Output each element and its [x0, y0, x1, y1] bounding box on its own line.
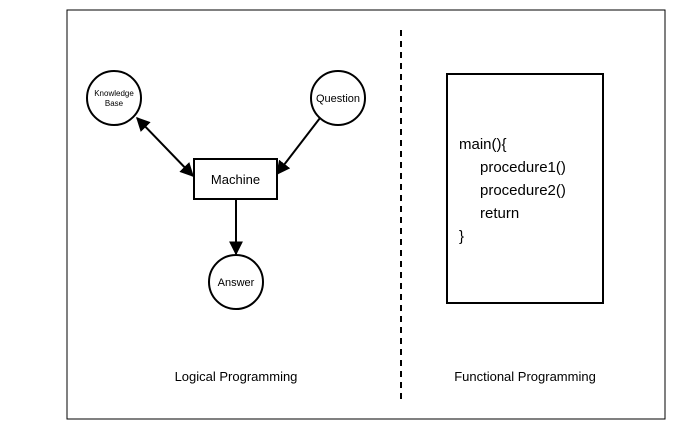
knowledge-base-label-line2: Base — [105, 99, 124, 108]
machine-box — [193, 158, 278, 200]
knowledge-base-node: Knowledge Base — [86, 70, 142, 126]
answer-circle — [208, 254, 264, 310]
edge-question-machine — [276, 117, 321, 176]
question-node: Question — [310, 70, 366, 126]
knowledge-base-label-line1: Knowledge — [94, 89, 134, 98]
code-box — [446, 73, 604, 304]
functional-programming-panel: main(){ procedure1() procedure2() return… — [446, 73, 604, 384]
logical-programming-panel: Knowledge Base Question Machine Answer L… — [86, 70, 366, 384]
code-line-close-brace: } — [459, 228, 464, 245]
answer-label: Answer — [218, 277, 255, 289]
functional-programming-caption: Functional Programming — [454, 369, 596, 384]
machine-label: Machine — [211, 172, 260, 187]
knowledge-base-circle — [86, 70, 142, 126]
question-circle — [310, 70, 366, 126]
code-line-procedure1: procedure1() — [480, 159, 566, 176]
code-line-main: main(){ — [459, 136, 507, 153]
answer-node: Answer — [208, 254, 264, 310]
question-label: Question — [316, 93, 360, 105]
logical-programming-caption: Logical Programming — [175, 369, 298, 384]
code-line-return: return — [480, 205, 519, 222]
edge-knowledge-base-machine — [136, 116, 194, 178]
machine-node: Machine — [193, 158, 278, 200]
code-line-procedure2: procedure2() — [480, 182, 566, 199]
